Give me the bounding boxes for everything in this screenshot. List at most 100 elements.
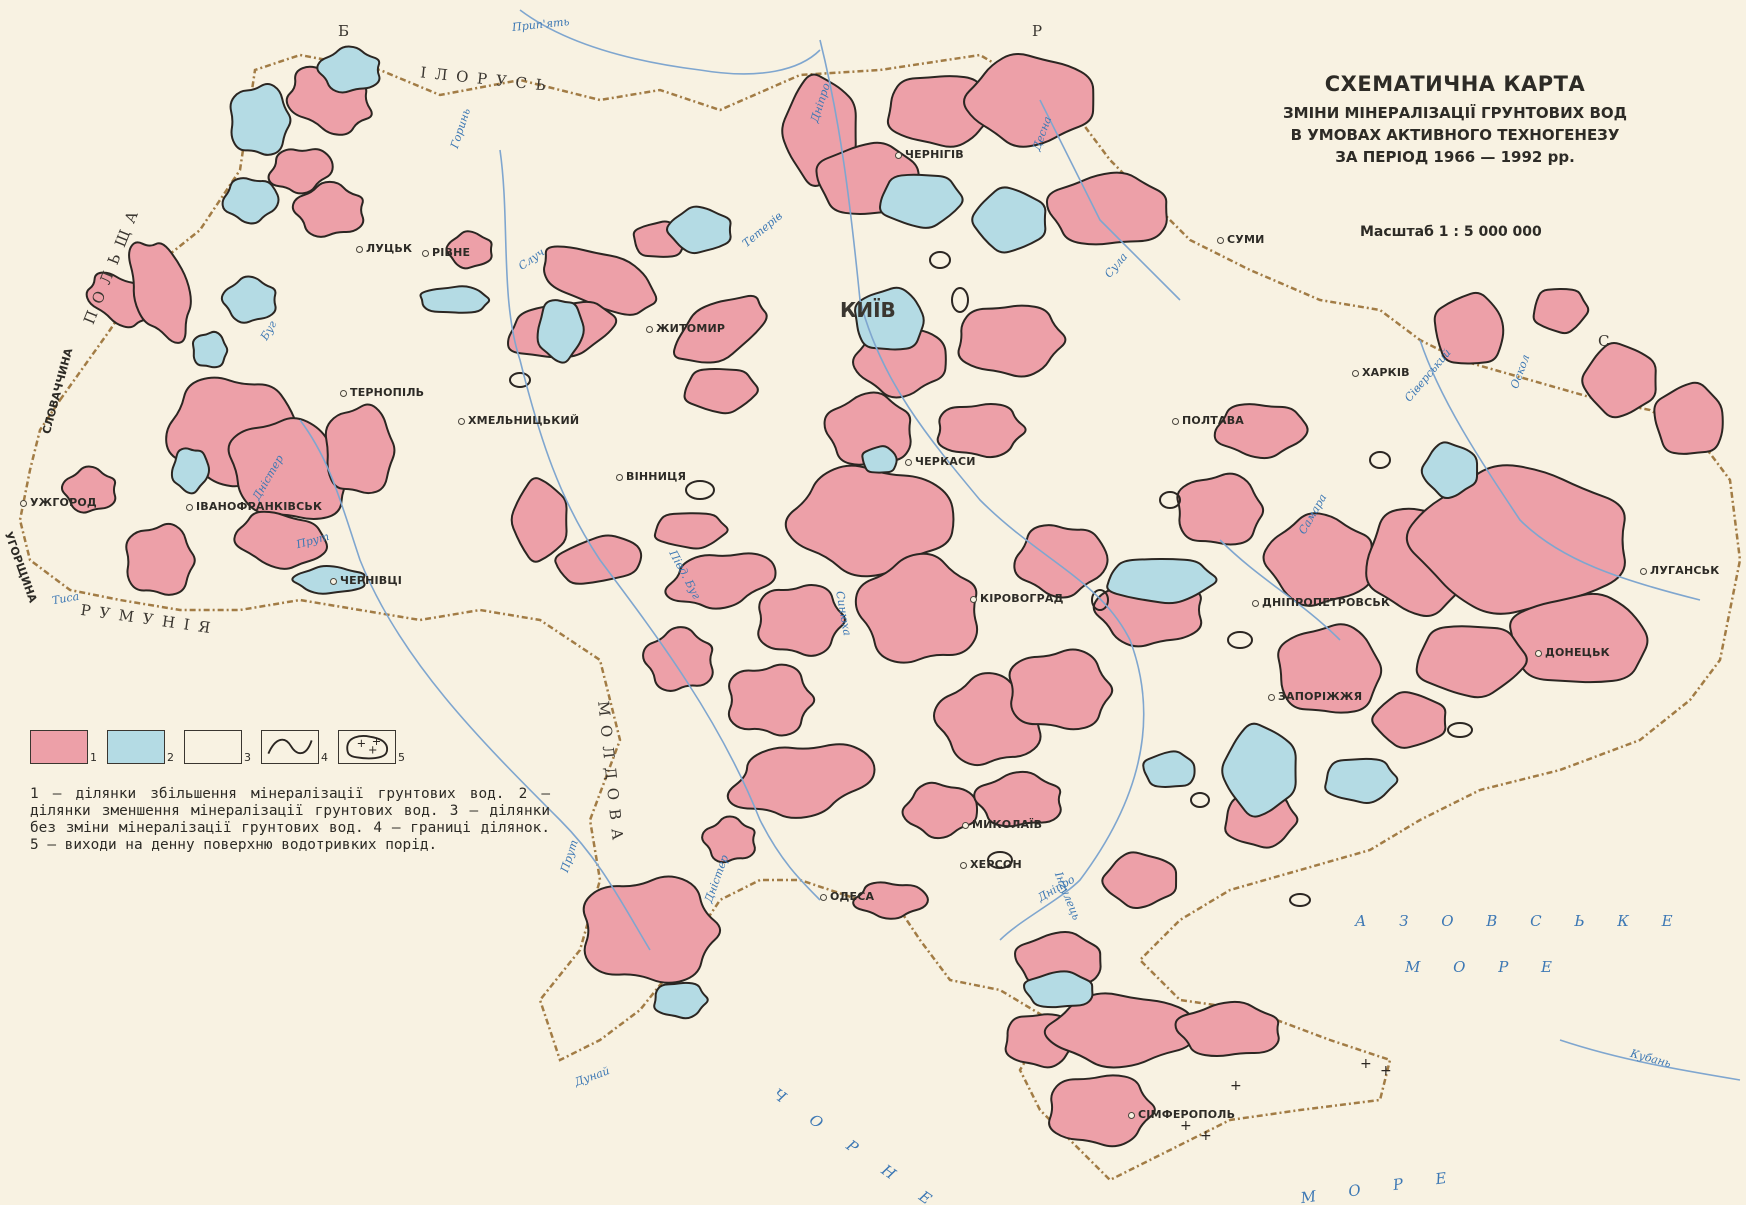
map-title-block: СХЕМАТИЧНА КАРТА ЗМІНИ МІНЕРАЛІЗАЦІЇ ГРУ… — [1220, 72, 1690, 168]
legend-number: 4 — [321, 751, 328, 764]
legend-number: 3 — [244, 751, 251, 764]
decrease-zone — [1023, 970, 1094, 1009]
decrease-zones — [170, 45, 1479, 1020]
decrease-zone — [1324, 757, 1399, 805]
increase-zone — [1581, 341, 1657, 419]
zone-boundary-loop — [929, 251, 951, 269]
decrease-zone — [666, 205, 732, 255]
river-line — [299, 419, 651, 951]
legend-swatch-decrease — [107, 730, 165, 764]
zone-boundary-loop — [1369, 451, 1391, 469]
increase-zone — [291, 180, 365, 238]
zone-boundary-loop — [1289, 893, 1311, 907]
map-subtitle-2: В УМОВАХ АКТИВНОГО ТЕХНОГЕНЕЗУ — [1290, 126, 1620, 144]
city-ternopil: ТЕРНОПІЛЬ — [340, 386, 424, 399]
city-mykolaiv: МИКОЛАЇВ — [962, 818, 1042, 831]
increase-zone — [1433, 291, 1505, 365]
river-line — [819, 39, 1145, 941]
decrease-zone — [653, 981, 709, 1020]
legend-number: 2 — [167, 751, 174, 764]
increase-zone — [1653, 381, 1724, 455]
decrease-zone — [170, 447, 211, 495]
legend-swatch-increase — [30, 730, 88, 764]
increase-zone — [1415, 625, 1528, 699]
city-cherkasy: ЧЕРКАСИ — [905, 455, 976, 468]
country-label-b: Б — [338, 22, 352, 40]
city-uzhhorod: УЖГОРОД — [20, 496, 97, 509]
river-line — [1559, 1039, 1741, 1081]
legend-swatch-boundary — [261, 730, 319, 764]
map-title: СХЕМАТИЧНА КАРТА — [1324, 72, 1586, 96]
outcrop-marker: + — [1360, 1056, 1372, 1072]
zone-boundary-loop — [1190, 792, 1210, 808]
outcrop-marker: + — [1180, 1118, 1192, 1134]
legend-swatch-no-change — [184, 730, 242, 764]
legend-description: 1 — ділянки збільшення мінералізації гру… — [30, 786, 550, 853]
city-kharkiv: ХАРКІВ — [1352, 366, 1410, 379]
zone-boundary-loop — [685, 480, 715, 500]
increase-zone — [1101, 851, 1178, 910]
river-line — [1419, 339, 1701, 601]
decrease-zone — [971, 186, 1047, 254]
svg-text:+: + — [372, 735, 381, 748]
zone-boundary-loop — [1447, 722, 1473, 738]
increase-zone — [757, 583, 846, 657]
decrease-zone — [1106, 558, 1218, 605]
decrease-zone — [419, 285, 491, 314]
increase-zone — [1532, 288, 1590, 335]
increase-zone — [1176, 472, 1265, 546]
legend-item-decrease: 2 — [107, 730, 174, 764]
increase-zone — [1008, 648, 1114, 731]
river-line — [499, 149, 821, 901]
increase-zone — [1048, 1074, 1156, 1148]
decrease-zone — [854, 286, 925, 351]
city-zaporizhzhia: ЗАПОРІЖЖЯ — [1268, 690, 1362, 703]
increase-zone — [701, 815, 756, 864]
city-kirovohrad: КІРОВОГРАД — [970, 592, 1064, 605]
increase-zone — [1174, 1000, 1280, 1058]
city-donetsk: ДОНЕЦЬК — [1535, 646, 1610, 659]
zone-boundary-loop — [951, 287, 969, 313]
outcrop-markers: +++++ — [1180, 1056, 1392, 1144]
city-ivano-frankivsk: ІВАНОФРАНКІВСЬК — [186, 500, 322, 513]
legend-swatch-outcrop: + + + — [338, 730, 396, 764]
increase-zone — [1045, 171, 1168, 246]
increase-zone — [727, 663, 816, 737]
increase-zone — [510, 477, 568, 563]
city-vinnytsia: ВІННИЦЯ — [616, 470, 686, 483]
increase-zone — [554, 534, 643, 585]
legend-swatches: 1 2 3 4 + + + — [30, 722, 550, 764]
increase-zone — [973, 770, 1062, 828]
increase-zone — [233, 510, 329, 570]
city-dnipropetrovsk: ДНІПРОПЕТРОВСЬК — [1252, 596, 1390, 609]
increase-zone — [683, 367, 759, 415]
increase-zone — [582, 875, 722, 984]
city-rivne: РІВНЕ — [422, 246, 470, 259]
rivers-layer — [299, 9, 1741, 1081]
capital-label: КИЇВ — [840, 298, 896, 322]
decrease-zone — [1221, 722, 1297, 818]
decrease-zone — [1142, 750, 1196, 788]
river-line — [1219, 539, 1341, 641]
zone-boundary-loop — [1091, 589, 1109, 611]
city-sumy: СУМИ — [1217, 233, 1265, 246]
decrease-zone — [861, 445, 898, 474]
increase-zone — [936, 402, 1027, 459]
decrease-zone — [879, 173, 964, 229]
decrease-zone — [229, 82, 292, 156]
map-legend: 1 2 3 4 + + + — [30, 722, 550, 854]
increase-zone — [1013, 524, 1109, 599]
legend-number: 1 — [90, 751, 97, 764]
legend-item-boundary: 4 — [261, 730, 328, 764]
city-chernihiv: ЧЕРНІГІВ — [895, 148, 964, 161]
sea-label-azov-1: А З О В С Ь К Е — [1355, 912, 1687, 930]
increase-zone — [1262, 512, 1373, 607]
city-lutsk: ЛУЦЬК — [356, 242, 412, 255]
outcrop-marker: + — [1380, 1063, 1392, 1079]
decrease-zone — [220, 275, 277, 324]
decrease-zone — [221, 177, 280, 225]
increase-zone — [267, 148, 334, 195]
increase-zone — [1043, 992, 1195, 1069]
increase-zone — [1014, 930, 1102, 987]
